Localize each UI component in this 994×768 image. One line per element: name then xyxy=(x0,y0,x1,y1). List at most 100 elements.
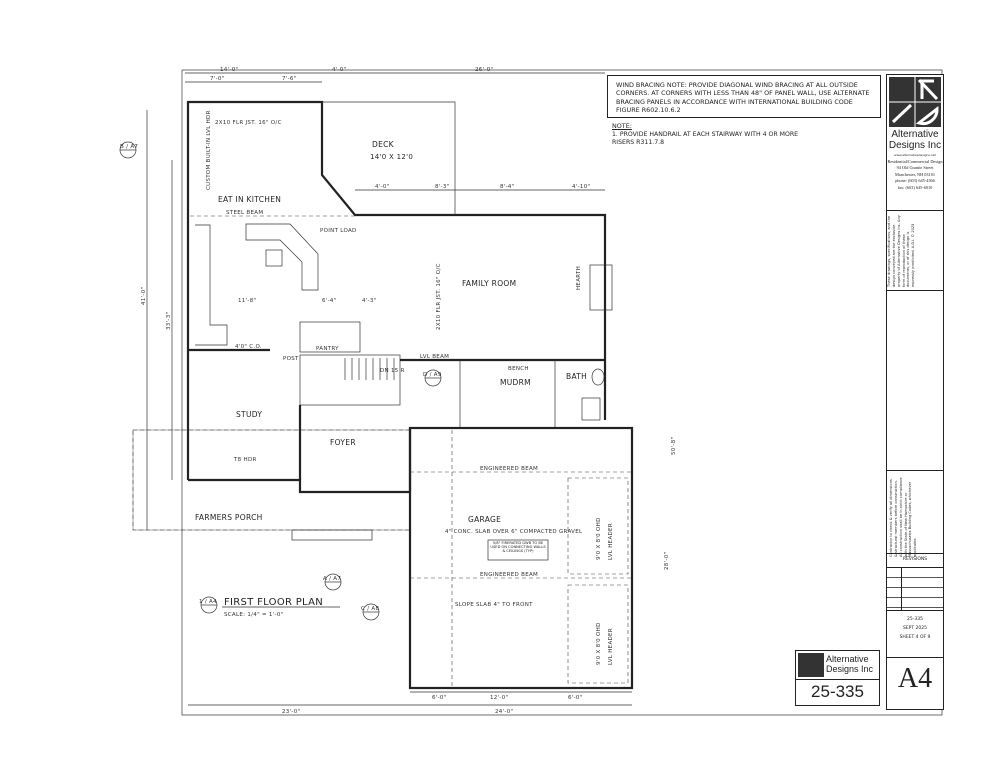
builtin-label: CUSTOM BUILT-IN LVL HDR xyxy=(206,110,212,190)
contractor-note: Contractor to check & verify all dimensi… xyxy=(889,477,918,557)
stamp-company-1: Alternative xyxy=(826,654,869,664)
stair-outline xyxy=(299,354,401,406)
plan-scale: SCALE: 1/4" = 1'-0" xyxy=(224,612,283,618)
company-name-1: Alternative xyxy=(891,129,939,140)
wind-bracing-note-box: WIND BRACING NOTE: PROVIDE DIAGONAL WIND… xyxy=(607,75,881,118)
bench-label: BENCH xyxy=(508,366,529,372)
stamp-logo xyxy=(798,653,824,677)
dim: 4'-10" xyxy=(572,184,590,190)
section-marker-b xyxy=(119,141,137,159)
stamp-company: Alternative Designs Inc xyxy=(826,654,873,675)
copyright-note: These drawings, specifications, and the … xyxy=(887,215,916,287)
header-label: T8 HDR xyxy=(233,457,257,463)
sheet-count: SHEET 4 OF 9 xyxy=(899,635,931,640)
company-fax: fax: (603) 645-6010 xyxy=(897,184,933,190)
room-label-bath: BATH xyxy=(566,372,587,381)
company-service: Residential/Commercial Design xyxy=(887,159,943,164)
dim: 4'-3" xyxy=(362,298,377,304)
kitchen-counter xyxy=(195,224,228,346)
company-address-1: 94 Old Granite Street xyxy=(896,165,934,171)
sheet-id: A4 xyxy=(897,663,933,694)
exterior-wall xyxy=(186,100,607,480)
company-address-2: Manchester, NH 03101 xyxy=(894,171,936,177)
stair-treads xyxy=(344,358,395,380)
sheet-info: 25-335 SEPT 2025 SHEET 4 OF 9 xyxy=(887,615,943,642)
dim: 6'-4" xyxy=(322,298,337,304)
dim: 28'-0" xyxy=(664,552,670,570)
garage-slab-label: 4" CONC. SLAB OVER 6" COMPACTED GRAVEL xyxy=(445,529,583,535)
deck-size: 14'0 X 12'0 xyxy=(370,153,413,161)
room-label-kitchen: EAT IN KITCHEN xyxy=(218,195,281,204)
dim: 7'-0" xyxy=(210,76,225,82)
stamp-job-number: 25-335 xyxy=(811,682,864,701)
company-logo xyxy=(889,77,941,127)
divider xyxy=(887,470,943,471)
divider xyxy=(887,657,943,658)
garage-wall xyxy=(408,426,634,690)
revisions-label: REVISIONS xyxy=(902,557,928,562)
wind-bracing-note: WIND BRACING NOTE: PROVIDE DIAGONAL WIND… xyxy=(616,81,870,114)
dim: 26'-0" xyxy=(475,67,493,73)
company-name-2: Designs Inc xyxy=(888,140,942,151)
dim: 7'-6" xyxy=(282,76,297,82)
dim: 41'-0" xyxy=(141,287,147,305)
post-label: POST xyxy=(283,356,299,362)
divider xyxy=(887,553,943,554)
stamp-company-2: Designs Inc xyxy=(826,664,874,675)
room-label-garage: GARAGE xyxy=(468,515,501,524)
plan-title: FIRST FLOOR PLAN xyxy=(224,597,323,608)
garage-door-label: 9'0 X 8'0 OHD xyxy=(596,517,602,560)
room-label-deck: DECK xyxy=(372,140,395,149)
porch-step xyxy=(291,529,373,541)
sink xyxy=(265,249,283,267)
section-marker-label: D / A9 xyxy=(423,372,442,378)
deck-outline xyxy=(322,101,456,215)
dim: 24'-0" xyxy=(495,709,513,715)
divider xyxy=(887,210,943,211)
sheet-border xyxy=(181,69,943,716)
lvl-beam-label: LVL BEAM xyxy=(420,354,449,360)
family-joist-label: 2X10 FLR JST. 16" O/C xyxy=(436,263,442,330)
dim: 4'-0" xyxy=(332,67,347,73)
dim: 8'-3" xyxy=(435,184,450,190)
section-marker-label: C / A8 xyxy=(361,606,379,612)
dim: 12'-0" xyxy=(490,695,508,701)
dim: 6'-0" xyxy=(568,695,583,701)
room-label-foyer: FOYER xyxy=(330,438,356,447)
section-marker-label: 1 / A4 xyxy=(199,599,217,605)
opening-label: 4'0" C.O. xyxy=(235,344,262,350)
garage-door-label-2: 9'0 X 8'0 OHD xyxy=(596,622,602,665)
note-title: NOTE: xyxy=(612,122,632,130)
hearth-label: HEARTH xyxy=(576,266,582,290)
lvl-header-label: LVL HEADER xyxy=(608,523,614,560)
dim: 4'-0" xyxy=(375,184,390,190)
stair-label: DN 15 R xyxy=(380,368,405,374)
dim: 11'-8" xyxy=(238,298,256,304)
section-marker-c xyxy=(362,603,380,621)
divider xyxy=(887,290,943,291)
company-contact: Residential/Commercial Design 94 Old Gra… xyxy=(887,159,943,191)
section-marker-label: A / A7 xyxy=(323,576,341,582)
point-load-label: POINT LOAD xyxy=(320,228,357,234)
company-website: www.alternativedesigns.net xyxy=(894,153,936,157)
section-marker-d xyxy=(424,369,442,387)
dim: 33'-3" xyxy=(166,312,172,330)
toilet xyxy=(591,368,605,386)
kitchen-joist-label: 2X10 FLR JST. 16" O/C xyxy=(215,120,282,126)
company-stamp: Alternative Designs Inc 25-335 xyxy=(795,650,880,706)
room-label-pantry: PANTRY xyxy=(316,346,339,352)
room-label-family: FAMILY ROOM xyxy=(462,279,516,288)
lvl-header-label-2: LVL HEADER xyxy=(608,628,614,665)
section-marker-label: B / A7 xyxy=(120,144,138,150)
garage-door-outline xyxy=(567,477,629,575)
section-marker-a xyxy=(324,573,342,591)
revisions-table xyxy=(887,567,943,611)
dim: 8'-4" xyxy=(500,184,515,190)
steel-beam-label: STEEL BEAM xyxy=(226,210,263,216)
room-label-mudroom: MUDRM xyxy=(500,378,531,387)
room-label-study: STUDY xyxy=(236,410,262,419)
dim: 14'-0" xyxy=(220,67,238,73)
slope-slab-label: SLOPE SLAB 4" TO FRONT xyxy=(455,602,533,608)
dim: 23'-0" xyxy=(282,709,300,715)
